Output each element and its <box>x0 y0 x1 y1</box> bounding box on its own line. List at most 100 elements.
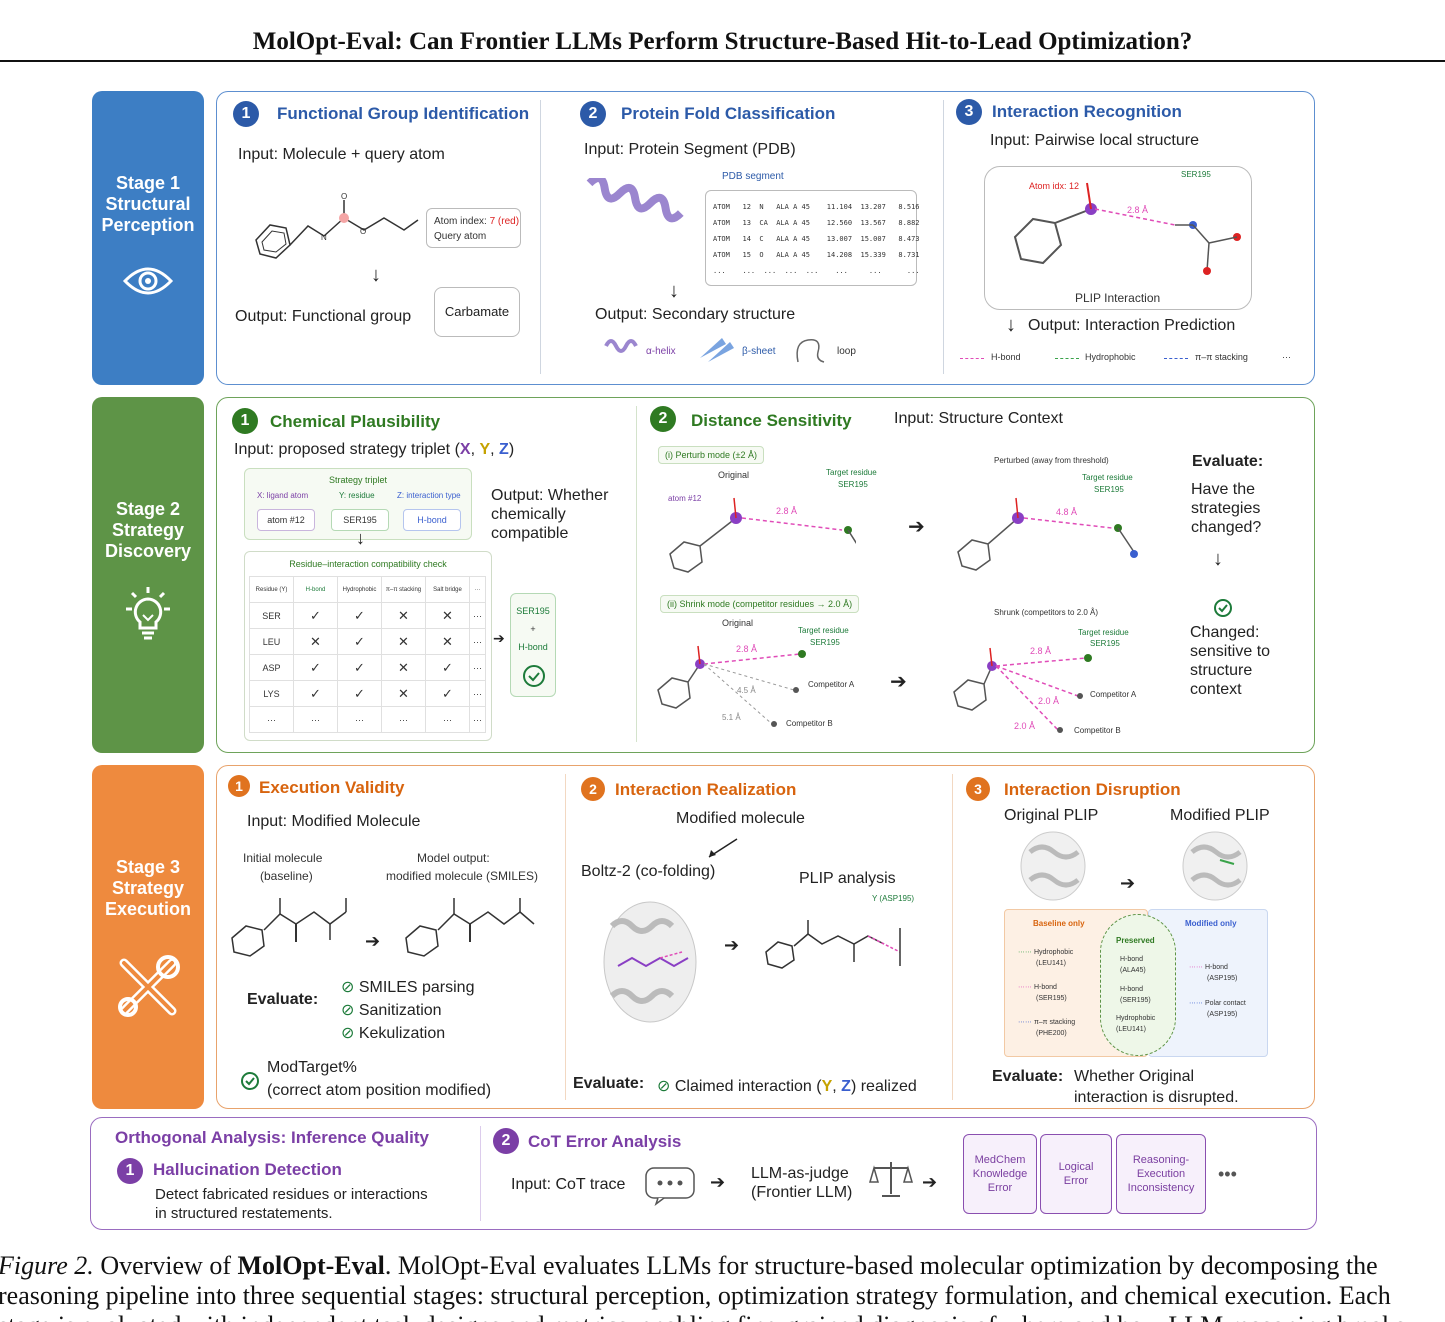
stage1-divider-1 <box>540 100 541 374</box>
table-cell: ✓ <box>337 680 382 707</box>
stage1-label-3: Perception <box>101 215 195 235</box>
list-item: H-bond(SER195) <box>1120 984 1155 1013</box>
error-medchem-2: Knowledge <box>972 1168 1028 1180</box>
pf-output: Output: Secondary structure <box>595 306 796 323</box>
carbamate-molecule: O N O <box>255 192 419 259</box>
pdb-box: ATOM 12 N ALA A 45 11.104 13.207 8.516 A… <box>705 190 920 286</box>
diagonal-arrow-icon <box>708 838 738 858</box>
table-cell: LEU <box>249 628 294 655</box>
perturbed-ser: SER195 <box>1094 485 1124 494</box>
perturb-mode-label: (i) Perturb mode (±2 Å) <box>658 446 764 464</box>
cot-number: 2 <box>493 1128 519 1154</box>
col-saltbridge: Salt bridge <box>425 576 470 603</box>
caption-prefix: Figure 2. <box>0 1251 94 1280</box>
initial-molecule <box>231 898 347 957</box>
table-cell: ✓ <box>293 602 338 629</box>
left-item-3-type: π–π stacking <box>1033 1019 1076 1026</box>
table-cell: ✕ <box>381 654 426 681</box>
list-item: ⋯⋯ H-bond(ASP195) <box>1189 962 1246 998</box>
cot-title: CoT Error Analysis <box>528 1132 682 1151</box>
ev-baseline: (baseline) <box>260 869 313 883</box>
stage3-label-1: Stage 3 <box>115 857 181 877</box>
ire-title: Interaction Realization <box>615 780 797 799</box>
plip-interaction-label: PLIP Interaction <box>1075 291 1161 305</box>
result-residue: SER195 <box>516 606 550 616</box>
left-item-1-type: Hydrophobic <box>1033 949 1074 956</box>
compat-check-title: Residue–interaction compatibility check <box>289 559 447 569</box>
figure-caption-line-1: Figure 2. Overview of MolOpt-Eval. MolOp… <box>0 1251 1378 1281</box>
fg-number: 1 <box>233 101 259 127</box>
fg-title: Functional Group Identification <box>277 104 530 123</box>
id-mod-plip: Modified PLIP <box>1170 807 1270 824</box>
list-item: ⋯⋯ Hydrophobic(LEU141) <box>1018 947 1075 982</box>
pdb-row-4: ATOM 15 O ALA A 45 14.208 15.339 8.731 <box>713 251 920 259</box>
down-arrow-icon: ↓ <box>669 280 679 302</box>
col-hbond: H-bond <box>293 576 338 603</box>
table-cell: ✓ <box>337 602 382 629</box>
judge-label-1: LLM-as-judge <box>751 1165 849 1182</box>
figure-caption-line-3: stage is evaluated with independent task… <box>0 1311 1405 1322</box>
pdb-row-5: ... ... ... ... ... ... ... ... <box>713 267 920 275</box>
table-cell: ··· <box>469 654 486 681</box>
hallucination-text-1: Detect fabricated residues or interactio… <box>155 1186 428 1203</box>
shrink-d45: 4.5 Å <box>737 686 756 695</box>
list-item: ⋯⋯ H-bond(SER195) <box>1018 982 1075 1017</box>
right-arrow-icon: ➔ <box>890 671 907 693</box>
mid-item-1-res: (ALA45) <box>1120 967 1146 974</box>
list-item: Hydrophobic(LEU141) <box>1116 1013 1155 1043</box>
ev-evaluate: Evaluate: <box>247 991 319 1008</box>
cp-input: Input: proposed strategy triplet (X, Y, … <box>234 441 515 458</box>
page-title: MolOpt-Eval: Can Frontier LLMs Perform S… <box>252 28 1193 55</box>
ire-number: 2 <box>581 777 605 801</box>
shrunk-d28: 2.8 Å <box>1030 646 1052 656</box>
hydrophobic-legend-line <box>1055 358 1079 359</box>
triplet-head-z: Z: interaction type <box>397 491 461 500</box>
ire-plip: PLIP analysis <box>799 870 896 887</box>
down-arrow-icon: ↓ <box>1006 314 1016 336</box>
table-cell: ✓ <box>425 654 470 681</box>
table-row: ASP✓✓✕✓··· <box>249 654 486 681</box>
triplet-title: Strategy triplet <box>328 475 388 485</box>
right-item-1-type: H-bond <box>1204 964 1228 971</box>
right-arrow-icon: ➔ <box>710 1172 726 1192</box>
left-item-2-res: (SER195) <box>1036 995 1067 1002</box>
ev-model-output: Model output: <box>417 851 490 865</box>
hallucination-number: 1 <box>117 1158 143 1184</box>
shrink-original-label: Original <box>722 618 754 628</box>
preserved-region <box>1100 914 1176 1056</box>
ire-modified: Modified molecule <box>676 810 805 827</box>
triplet-val-y: SER195 <box>331 509 389 531</box>
table-cell: ✓ <box>425 680 470 707</box>
pdb-label: PDB segment <box>722 171 784 182</box>
shrink-original-structure <box>657 645 806 727</box>
right-item-1-res: (ASP195) <box>1207 975 1238 982</box>
shrunk-label: Shrunk (competitors to 2.0 Å) <box>994 608 1099 617</box>
table-cell: ✕ <box>381 628 426 655</box>
stage3-divider-1 <box>565 774 566 1100</box>
id-number: 3 <box>966 777 990 801</box>
stage1-label-2: Structural <box>105 194 191 214</box>
ev-mod1: ModTarget% <box>267 1059 357 1076</box>
right-arrow-icon: ➔ <box>1120 873 1136 893</box>
compat-table: Residue (Y) H-bond Hydrophobic π–π stack… <box>249 576 486 733</box>
down-arrow-icon: ↓ <box>1213 548 1223 570</box>
ir-input: Input: Pairwise local structure <box>990 132 1199 149</box>
check-icon: ⊘ <box>341 979 355 996</box>
shrink-shrunk: Shrunk (competitors to 2.0 Å) Target res… <box>944 606 1144 742</box>
perturb-atom12: atom #12 <box>668 494 702 503</box>
ev-mod2: (correct atom position modified) <box>267 1082 492 1099</box>
loop-icon <box>796 339 825 363</box>
ire-evaluate: Evaluate: <box>573 1075 645 1092</box>
col-stacking: π–π stacking <box>381 576 426 603</box>
check-icon: ⊘ <box>341 1025 355 1042</box>
error-medchem-1: MedChem <box>974 1154 1026 1166</box>
ir-structure <box>1013 182 1241 275</box>
table-row: LEU✕✓✕✕··· <box>249 628 486 655</box>
stage2-label-2: Strategy <box>111 520 185 540</box>
stage3-label-2: Strategy <box>111 878 185 898</box>
ire-z: Z <box>841 1078 851 1095</box>
error-reasoning-1: Reasoning- <box>1132 1154 1190 1166</box>
scales-icon <box>869 1162 913 1197</box>
mid-item-1-type: H-bond <box>1120 956 1143 963</box>
col-more: ··· <box>469 576 486 603</box>
